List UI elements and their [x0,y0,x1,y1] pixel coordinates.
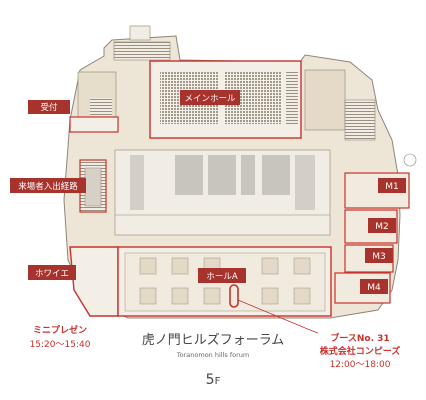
booth-table [261,287,279,305]
svg-text:ホワイエ: ホワイエ [35,269,69,279]
label-foyer[interactable]: ホワイエ [28,265,76,280]
mini-presentation-time: 15:20～15:40 [30,340,91,350]
booth-table [139,257,157,275]
booth-table [171,287,189,305]
main-hall-block [149,60,302,139]
right-cores [304,69,417,167]
svg-text:M2: M2 [375,222,389,232]
svg-text:来場者入出経路: 来場者入出経路 [18,181,78,192]
label-m3[interactable]: M3 [365,248,393,263]
label-hall-a[interactable]: ホールA [198,268,246,283]
service-zone [114,149,331,236]
booth-table [261,257,279,275]
venue-name-ja: 虎ノ門ヒルズフォーラム [142,332,285,348]
booth-table [293,257,311,275]
booth-time: 12:00～18:00 [330,360,391,370]
mini-presentation-title: ミニプレゼン [33,324,87,336]
label-entry-route[interactable]: 来場者入出経路 [10,178,86,193]
top-stairs [113,25,171,61]
booth-table [139,287,157,305]
booth-leader-line [237,299,319,334]
booth-tables [139,257,311,305]
svg-text:M1: M1 [385,182,399,192]
label-m2[interactable]: M2 [368,218,396,233]
label-m1[interactable]: M1 [378,178,406,193]
booth-table [203,287,221,305]
left-wing [69,71,119,133]
label-reception[interactable]: 受付 [28,100,70,114]
booth-31-marker[interactable] [229,284,239,308]
svg-text:M4: M4 [367,283,381,293]
booth-company: 株式会社コンピーズ [320,345,401,357]
label-main-hall[interactable]: メインホール [180,90,240,105]
floor-label: 5F [206,372,221,388]
booth-table [171,257,189,275]
booth-table [293,287,311,305]
svg-text:ホールA: ホールA [206,272,238,282]
venue-name-en: Toranomon hills forum [176,351,249,359]
svg-text:メインホール: メインホール [184,94,236,104]
svg-text:受付: 受付 [40,102,58,113]
booth-number: ブースNo. 31 [330,332,389,344]
label-m4[interactable]: M4 [360,279,388,294]
svg-text:M3: M3 [372,252,386,262]
